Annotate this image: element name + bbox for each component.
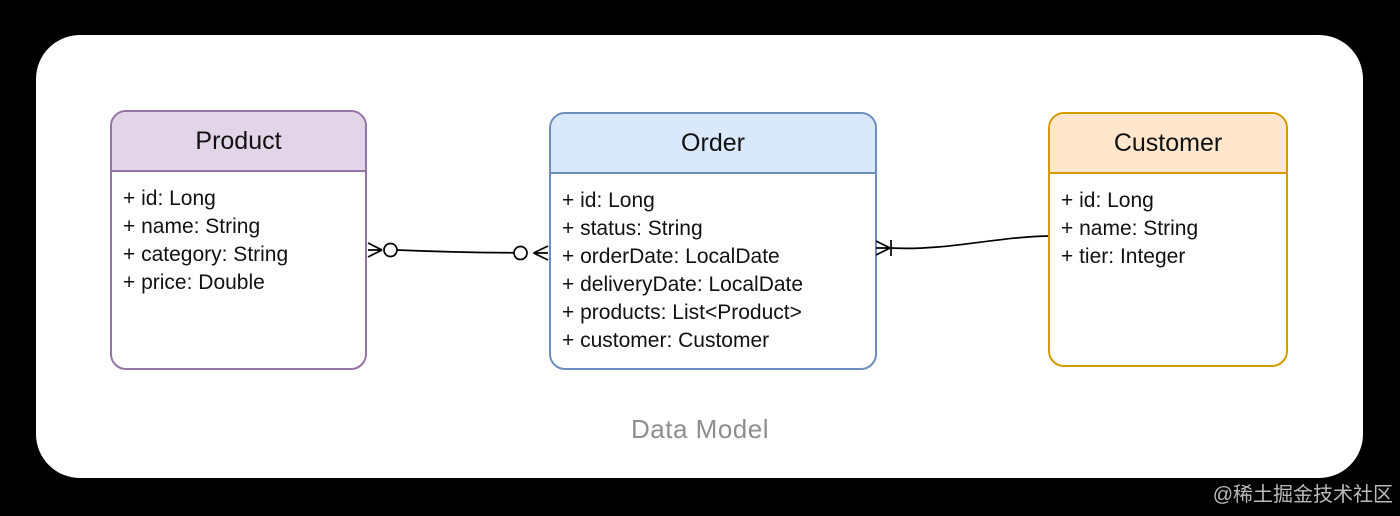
crowsfoot-many-order-end (875, 240, 891, 256)
entity-product-header: Product (112, 112, 365, 172)
field-product-id: + id: Long (123, 187, 216, 210)
field-customer-id: + id: Long (1061, 189, 1154, 212)
crowsfoot-many-order-end (533, 245, 549, 261)
diagram-caption: Data Model (631, 414, 769, 444)
field-product-category: + category: String (123, 243, 289, 266)
entity-order[interactable]: Order + id: Long + status: String + orde… (549, 112, 877, 370)
entity-customer-fields: + id: Long + name: String + tier: Intege… (1050, 174, 1286, 271)
entity-customer[interactable]: Customer + id: Long + name: String + tie… (1048, 112, 1288, 367)
entity-product[interactable]: Product + id: Long + name: String + cate… (110, 110, 367, 370)
entity-order-title: Order (681, 129, 745, 157)
entity-product-fields: + id: Long + name: String + category: St… (112, 172, 365, 297)
watermark-text: @稀土掘金技术社区 (1212, 484, 1393, 506)
field-order-status: + status: String (562, 217, 703, 240)
entity-customer-title: Customer (1113, 129, 1223, 157)
field-order-customer: + customer: Customer (562, 329, 770, 352)
entity-customer-header: Customer (1050, 114, 1286, 174)
field-product-name: + name: String (123, 215, 261, 238)
field-product-price: + price: Double (123, 271, 265, 294)
entity-product-title: Product (195, 127, 282, 155)
entity-order-header: Order (551, 114, 875, 174)
field-customer-tier: + tier: Integer (1061, 245, 1186, 268)
field-order-id: + id: Long (562, 189, 655, 212)
crowsfoot-many-product-end (367, 242, 383, 258)
edge-order-customer[interactable] (875, 235, 1049, 256)
field-order-products: + products: List<Product> (562, 301, 802, 324)
field-order-deliverydate: + deliveryDate: LocalDate (562, 273, 804, 296)
edge-line-product-order (396, 249, 514, 254)
field-order-orderdate: + orderDate: LocalDate (562, 245, 780, 268)
field-customer-name: + name: String (1061, 217, 1199, 240)
edge-line-order-customer (890, 235, 1049, 250)
entity-order-fields: + id: Long + status: String + orderDate:… (551, 174, 875, 355)
